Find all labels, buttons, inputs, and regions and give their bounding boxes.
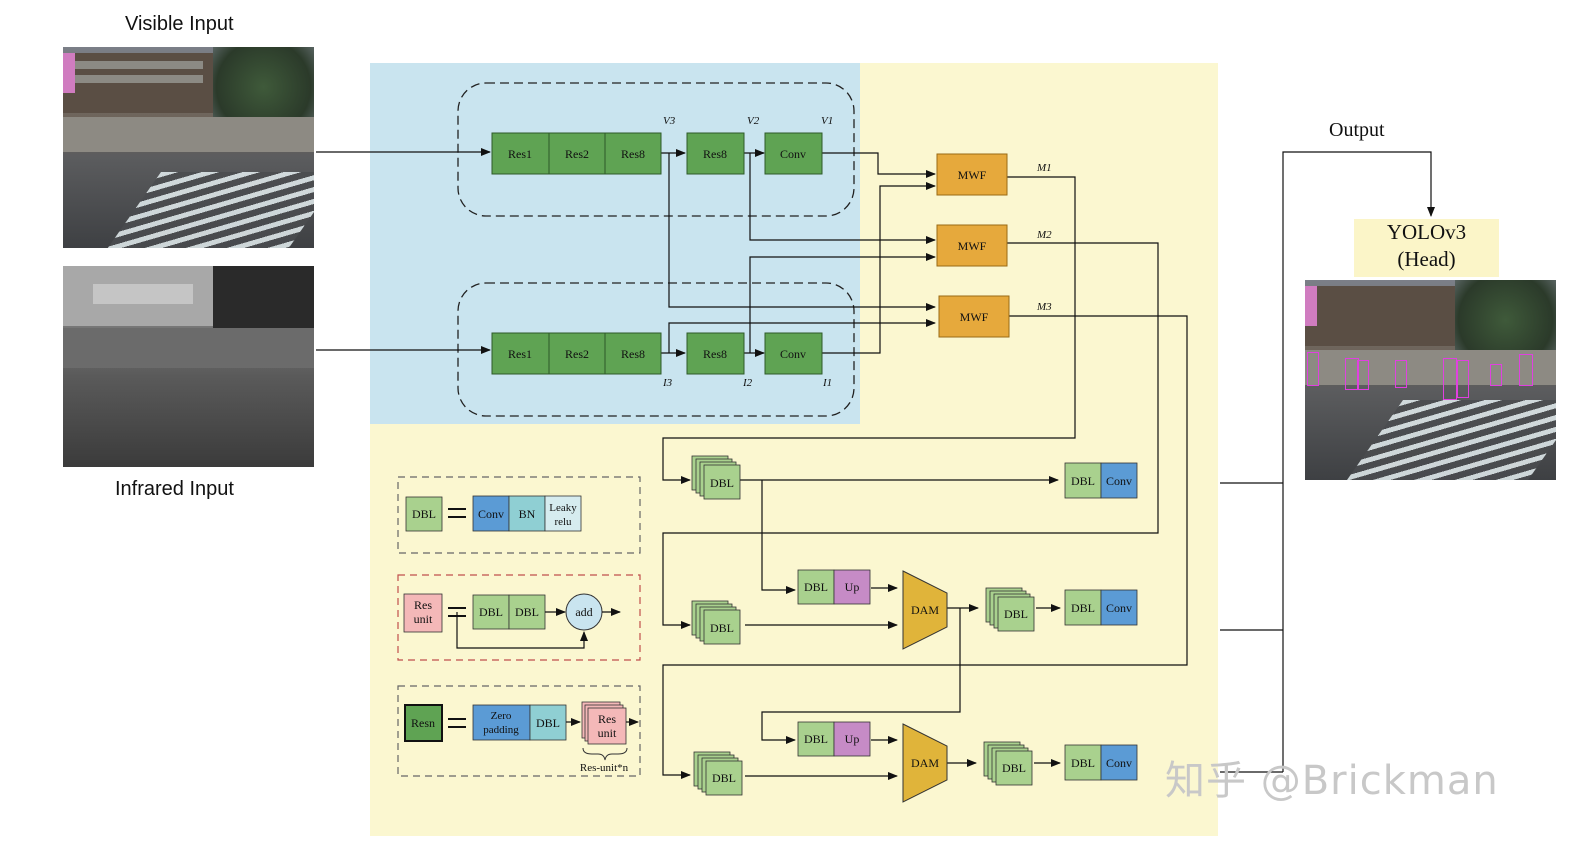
stacked-dbl-row1: DBL bbox=[691, 455, 741, 500]
infrared-block-label: Res8 bbox=[621, 347, 645, 361]
infrared-block-label: Res2 bbox=[565, 347, 589, 361]
infrared-backbone-blocks: Res1 Res2 Res8 Res8 Conv bbox=[491, 332, 823, 375]
mwf-block-2 bbox=[936, 224, 1008, 267]
legend-res-unit-n-label: Res-unit*n bbox=[580, 762, 629, 774]
mwf-tag-m3: M3 bbox=[1036, 301, 1052, 313]
conv-label: Conv bbox=[1106, 601, 1132, 615]
legend-add-label: add bbox=[575, 605, 592, 619]
infrared-tag-i3: I3 bbox=[662, 377, 673, 389]
mwf-block-3 bbox=[938, 295, 1010, 338]
dbl-conv-output-3: DBL Conv bbox=[1064, 744, 1138, 781]
infrared-res8b-block bbox=[686, 332, 745, 375]
dbl-label: DBL bbox=[1071, 756, 1095, 770]
visible-block-label: Conv bbox=[780, 147, 806, 161]
visible-tag-v1: V1 bbox=[821, 115, 833, 127]
dbl-label: DBL bbox=[1071, 474, 1095, 488]
infrared-tag-i2: I2 bbox=[742, 377, 753, 389]
dam-label: DAM bbox=[911, 603, 939, 617]
mwf-label: MWF bbox=[958, 168, 987, 182]
dbl-label: DBL bbox=[804, 580, 828, 594]
dbl-up-1: DBL Up bbox=[797, 569, 871, 605]
dam-label: DAM bbox=[911, 756, 939, 770]
legend-resn-label: Resn bbox=[411, 716, 435, 730]
infrared-tag-i1: I1 bbox=[822, 377, 832, 389]
legend-bn-label: BN bbox=[519, 507, 536, 521]
stacked-dbl-after-dam1: DBL bbox=[985, 587, 1035, 632]
dbl-label: DBL bbox=[1002, 761, 1026, 775]
dbl-label: DBL bbox=[710, 621, 734, 635]
mwf-block-1 bbox=[936, 153, 1008, 196]
visible-block-label: Res8 bbox=[703, 147, 727, 161]
yolov3-head-box: YOLOv3 (Head) bbox=[1354, 219, 1499, 277]
infrared-input-image bbox=[63, 266, 314, 467]
visible-block-label: Res1 bbox=[508, 147, 532, 161]
visible-backbone-group bbox=[457, 82, 855, 217]
dbl-conv-output-2: DBL Conv bbox=[1064, 589, 1138, 626]
legend-dbl-label: DBL bbox=[479, 605, 503, 619]
yolov3-head-title: YOLOv3 bbox=[1386, 220, 1467, 244]
visible-res2-block bbox=[548, 132, 606, 175]
legend-resn-box bbox=[397, 685, 641, 777]
dbl-label: DBL bbox=[1004, 607, 1028, 621]
dbl-label: DBL bbox=[804, 732, 828, 746]
infrared-block-label: Res1 bbox=[508, 347, 532, 361]
mwf-tag-m1: M1 bbox=[1036, 162, 1052, 174]
output-detection-image bbox=[1305, 280, 1556, 480]
output-label: Output bbox=[1329, 119, 1385, 141]
watermark: 知乎 @Brickman bbox=[1165, 758, 1499, 804]
stacked-dbl-row2: DBL bbox=[691, 600, 741, 645]
stacked-dbl-row3: DBL bbox=[693, 751, 743, 796]
legend-dbl-label: DBL bbox=[412, 507, 436, 521]
mwf-tag-m2: M2 bbox=[1036, 229, 1052, 241]
legend-dbl-label: DBL bbox=[536, 716, 560, 730]
legend-dbl-box bbox=[397, 476, 641, 554]
yolov3-head-subtitle: (Head) bbox=[1397, 247, 1456, 271]
infrared-input-label: Infrared Input bbox=[115, 478, 234, 500]
dbl-label: DBL bbox=[712, 771, 736, 785]
stacked-dbl-after-dam2: DBL bbox=[983, 741, 1033, 786]
visible-input-label: Visible Input bbox=[125, 13, 234, 35]
infrared-block-label: Res8 bbox=[703, 347, 727, 361]
conv-label: Conv bbox=[1106, 756, 1132, 770]
legend-dbl-label: DBL bbox=[515, 605, 539, 619]
dbl-label: DBL bbox=[1071, 601, 1095, 615]
mwf-label: MWF bbox=[958, 239, 987, 253]
conv-label: Conv bbox=[1106, 474, 1132, 488]
visible-tag-v3: V3 bbox=[663, 115, 676, 127]
dbl-label: DBL bbox=[710, 476, 734, 490]
dam-block-2 bbox=[902, 723, 948, 803]
visible-backbone-blocks: Res1 Res2 Res8 Res8 Conv bbox=[491, 132, 823, 175]
dbl-up-2: DBL Up bbox=[797, 721, 871, 757]
visible-tag-v2: V2 bbox=[747, 115, 760, 127]
visible-block-label: Res8 bbox=[621, 147, 645, 161]
infrared-conv-block bbox=[764, 332, 823, 375]
infrared-res8a-block bbox=[604, 332, 662, 375]
infrared-res1-block bbox=[491, 332, 550, 375]
legend-conv-label: Conv bbox=[478, 507, 504, 521]
visible-res8b-block bbox=[686, 132, 745, 175]
visible-input-image bbox=[63, 47, 314, 248]
visible-block-label: Res2 bbox=[565, 147, 589, 161]
visible-conv-block bbox=[764, 132, 823, 175]
visible-res1-block bbox=[491, 132, 550, 175]
infrared-block-label: Conv bbox=[780, 347, 806, 361]
legend-res-unit-box bbox=[397, 574, 641, 661]
dbl-conv-output-1: DBL Conv bbox=[1064, 462, 1138, 499]
up-label: Up bbox=[845, 580, 860, 594]
mwf-label: MWF bbox=[960, 310, 989, 324]
visible-res8a-block bbox=[604, 132, 662, 175]
dam-block-1 bbox=[902, 570, 948, 650]
up-label: Up bbox=[845, 732, 860, 746]
